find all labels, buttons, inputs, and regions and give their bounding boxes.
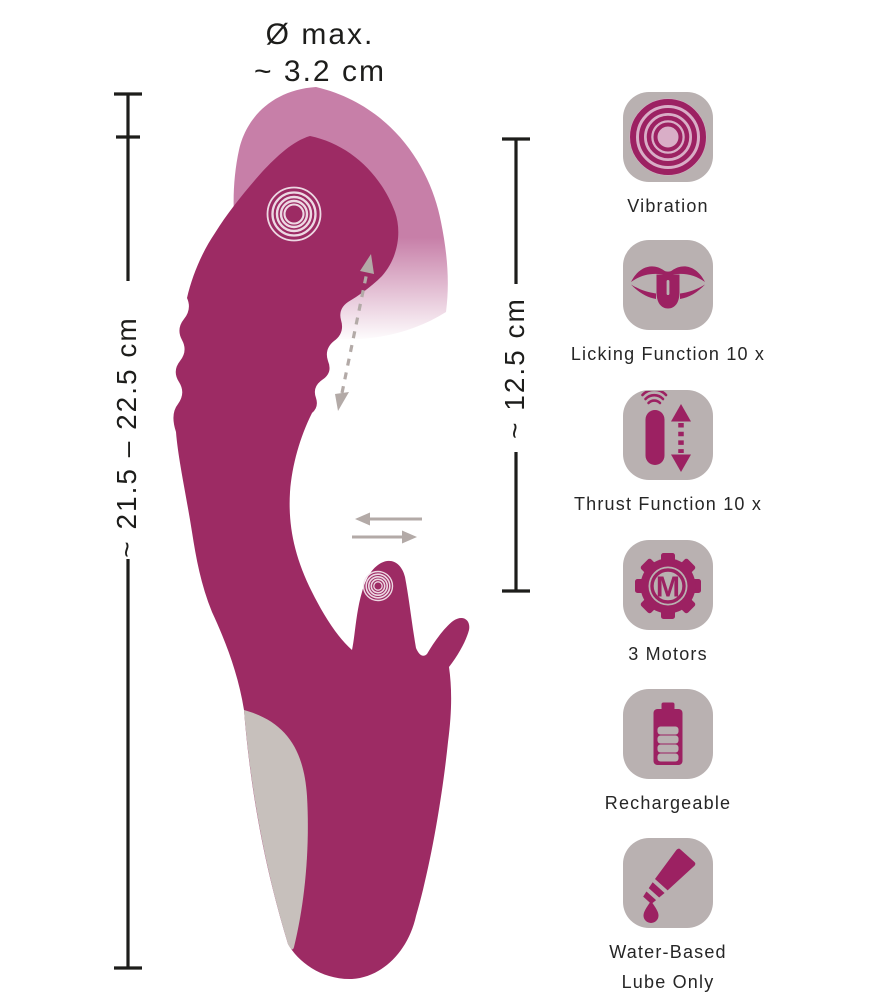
diameter-label-line1: Ø max. [265,18,375,51]
feature-label: Thrust Function 10 x [573,494,763,514]
diameter-label: Ø max. ~ 3.2 cm [205,16,435,90]
product-body [173,136,470,980]
insertable-measure-line [502,137,530,593]
motor-gear-icon: M [623,540,713,630]
licking-motion-arrows [352,512,422,544]
motor-monogram: M [656,572,680,604]
total-length-label: ~ 21.5 – 22.5 cm [111,316,142,558]
feature-label-line2: Lube Only [621,972,715,992]
ear-vibration-rings [362,570,394,602]
lube-tube-icon [623,838,713,928]
feature-label: 3 Motors [628,644,708,664]
length-measure-line [114,92,142,970]
insertable-length-label: ~ 12.5 cm [499,297,530,439]
handle-grip-inlay [244,710,308,950]
vibration-rings-icon [623,92,713,182]
feature-label: Vibration [627,196,709,216]
feature-licking: Licking Function 10 x [543,240,793,369]
feature-list: Vibration Licking Function 10 x [543,0,793,1000]
feature-label: Licking Function 10 x [570,344,766,364]
thrust-dashed-arrow [335,254,374,411]
battery-icon [623,689,713,779]
feature-rechargeable: Rechargeable [543,689,793,818]
licking-tongue-icon [623,240,713,330]
feature-motors: M 3 Motors [543,540,793,669]
tip-vibration-rings [266,186,322,242]
feature-thrust: Thrust Function 10 x [543,390,793,519]
feature-lube: Water-Based Lube Only [543,838,793,997]
feature-label: Water-Based Lube Only [543,937,793,997]
feature-label-line1: Water-Based [609,942,727,962]
thrust-arrows-icon [623,390,713,480]
diameter-label-line2: ~ 3.2 cm [254,55,386,88]
feature-label: Rechargeable [604,793,732,813]
feature-vibration: Vibration [543,92,793,221]
